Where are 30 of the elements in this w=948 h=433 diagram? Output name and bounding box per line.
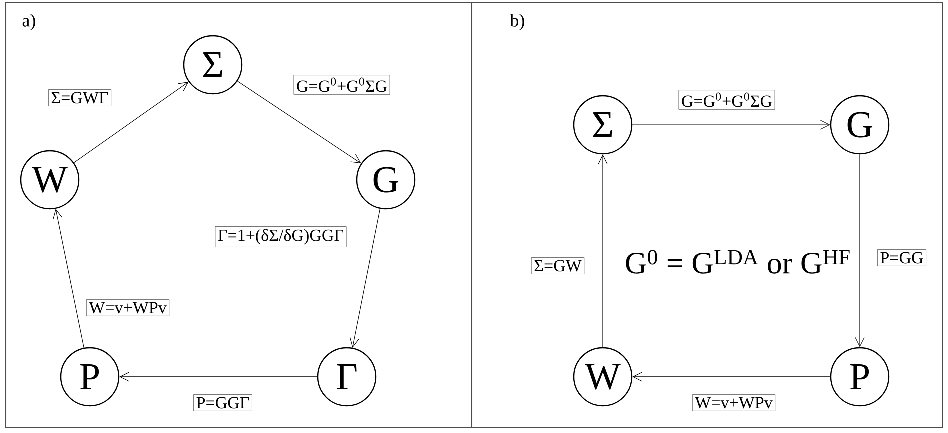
circle-node: P [60,347,120,407]
panel-label: b) [510,14,524,30]
formula-text: G$^{0}$ = G$^{LDA}$ or G$^{HF}$ [626,250,850,274]
edge-label: G=G$^{0}$+G$^{0}$ΣG [294,75,390,95]
arrow [598,154,608,348]
edge-label: Σ=GWΓ [48,90,112,106]
edge-label: G=G$^{0}$+G$^{0}$ΣG [678,90,776,110]
edge-label: Γ=1+(δΣ/δG)GGΓ [215,226,347,248]
panel-label: a) [22,14,36,30]
edge-label: P=GGΓ [194,394,252,412]
edge-label: W=v+WPv [692,394,776,412]
circle-node: Σ [573,95,633,155]
arrow [632,372,831,382]
arrow [632,120,830,130]
circle-node: W [20,150,80,210]
circle-node: G [356,150,416,210]
arrow [237,81,362,164]
arrow [53,209,84,348]
arrow [120,372,318,382]
edge-label: W=v+WPv [86,300,170,316]
circle-node: G [830,95,890,155]
arrow [350,208,381,348]
edge-label: Σ=GW [531,258,585,274]
edge-label: P=GG [878,250,926,266]
circle-node: Γ [317,347,377,407]
circle-node: Σ [183,35,243,95]
circle-node: W [573,347,633,407]
arrow [855,154,865,348]
circle-node: P [830,347,890,407]
arrow [74,82,189,164]
